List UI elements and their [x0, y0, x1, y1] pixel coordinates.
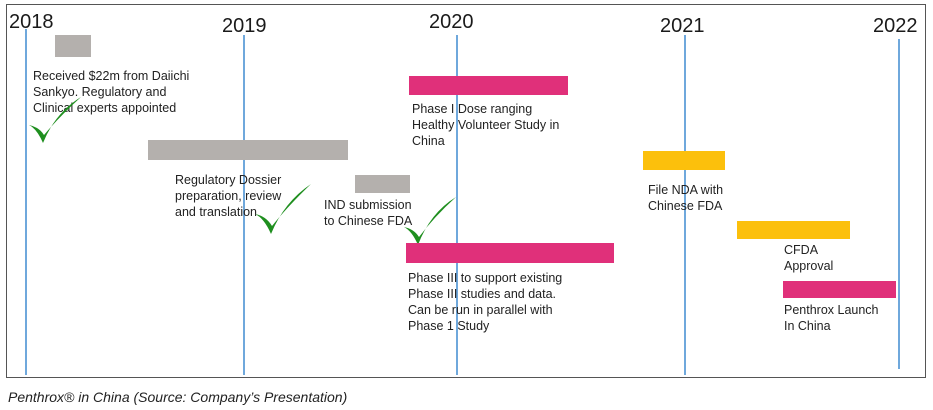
checkmark-stroke: [255, 184, 311, 234]
milestone-label-dossier: Regulatory Dossier preparation, review a…: [175, 172, 281, 220]
milestone-label-phase1: Phase I Dose ranging Healthy Volunteer S…: [412, 101, 559, 149]
milestone-label-cfda: CFDA Approval: [784, 242, 833, 274]
milestone-label-ind: IND submission to Chinese FDA: [324, 197, 412, 229]
figure-caption: Penthrox® in China (Source: Company’s Pr…: [8, 389, 348, 405]
milestone-bar-ind: [355, 175, 410, 193]
year-line-2022: [898, 39, 900, 369]
milestone-bar-dossier: [148, 140, 348, 160]
checkmark-stroke: [29, 97, 81, 143]
checkmark-icon-dossier: [255, 184, 311, 234]
year-label-2019: 2019: [222, 15, 267, 37]
label-line: In China: [784, 319, 831, 333]
milestone-bar-phase3: [406, 243, 614, 263]
checkmark-icon-daiichi: [29, 97, 81, 143]
label-line: Phase I Dose ranging: [412, 102, 533, 116]
label-line: Clinical experts appointed: [33, 101, 177, 115]
label-line: File NDA with: [648, 183, 724, 197]
label-line: Phase 1 Study: [408, 319, 490, 333]
year-label-2022: 2022: [873, 15, 918, 37]
milestone-bar-phase1: [409, 76, 568, 95]
label-line: Phase III studies and data.: [408, 287, 557, 301]
milestone-label-launch: Penthrox Launch In China: [784, 302, 879, 334]
year-line-2021: [684, 35, 686, 375]
year-label-2021: 2021: [660, 15, 705, 37]
label-line: CFDA: [784, 243, 819, 257]
milestone-bar-daiichi: [55, 35, 91, 57]
checkmark-stroke: [404, 197, 456, 245]
label-line: IND submission: [324, 198, 412, 212]
label-line: preparation, review: [175, 189, 282, 203]
label-line: Can be run in parallel with: [408, 303, 553, 317]
milestone-bar-cfda: [737, 221, 850, 239]
year-label-2020: 2020: [429, 11, 474, 33]
label-line: Regulatory Dossier: [175, 173, 282, 187]
label-line: and translation: [175, 205, 258, 219]
milestone-bar-launch: [783, 281, 896, 298]
label-line: Phase III to support existing: [408, 271, 563, 285]
milestone-label-phase3: Phase III to support existing Phase III …: [408, 270, 562, 334]
year-label-2018: 2018: [9, 11, 54, 33]
label-line: Chinese FDA: [648, 199, 723, 213]
label-line: Penthrox Launch: [784, 303, 879, 317]
timeline-frame: 2018 2019 2020 2021 2022 Received $22m f…: [6, 4, 926, 378]
year-line-2019: [243, 35, 245, 375]
label-line: China: [412, 134, 445, 148]
year-line-2020: [456, 35, 458, 375]
label-line: Healthy Volunteer Study in: [412, 118, 560, 132]
label-line: Approval: [784, 259, 834, 273]
milestone-bar-nda: [643, 151, 725, 170]
label-line: to Chinese FDA: [324, 214, 413, 228]
milestone-label-nda: File NDA with Chinese FDA: [648, 182, 723, 214]
checkmark-icon-ind: [404, 197, 456, 245]
label-line: Received $22m from Daiichi: [33, 69, 190, 83]
milestone-label-daiichi: Received $22m from Daiichi Sankyo. Regul…: [33, 68, 189, 116]
label-line: Sankyo. Regulatory and: [33, 85, 167, 99]
year-line-2018: [25, 29, 27, 375]
